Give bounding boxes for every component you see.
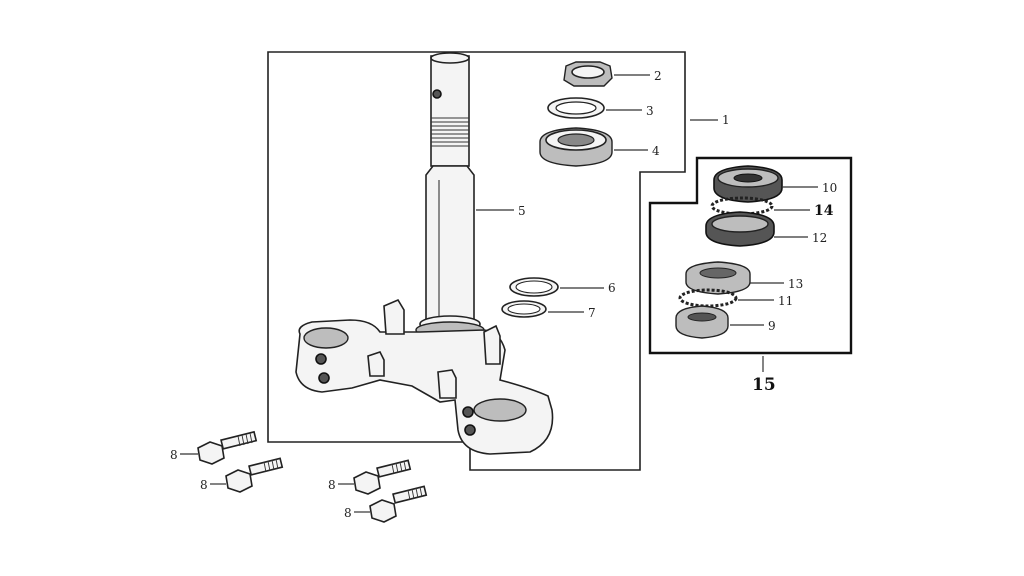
callout-10: 10 (822, 181, 837, 195)
upper-bearing-cone (705, 211, 775, 247)
assembly-outline-1 (267, 51, 686, 471)
callout-2: 2 (654, 69, 662, 83)
callout-4: 4 (652, 144, 660, 158)
seal-washer (501, 300, 547, 318)
callout-8d: 8 (344, 506, 352, 520)
lower-bearing-cup (685, 261, 751, 295)
callout-1: 1 (722, 113, 730, 127)
callout-7: 7 (588, 306, 596, 320)
callout-6: 6 (608, 281, 616, 295)
leader-lines (180, 74, 818, 513)
flange-bolt-1 (197, 430, 258, 465)
flange-bolt-2 (225, 457, 284, 493)
callout-9: 9 (768, 319, 776, 333)
callout-14: 14 (814, 203, 834, 219)
callout-5: 5 (518, 204, 526, 218)
callout-12: 12 (812, 231, 827, 245)
dust-seal-ring (509, 277, 559, 297)
callout-8c: 8 (328, 478, 336, 492)
callout-3: 3 (646, 104, 654, 118)
flange-bolt-4 (369, 485, 428, 523)
steering-stem (295, 52, 554, 455)
washer-ring (547, 97, 605, 119)
adjusting-nut (539, 127, 613, 167)
bearing-kit-box-15 (648, 156, 853, 355)
flange-bolt-3 (353, 459, 412, 495)
lock-nut (563, 61, 613, 87)
lower-bearing-race (675, 305, 729, 339)
callout-15: 15 (752, 375, 776, 395)
callout-8a: 8 (170, 448, 178, 462)
callout-13: 13 (788, 277, 803, 291)
callout-8b: 8 (200, 478, 208, 492)
upper-bearing-race (713, 165, 783, 203)
callout-11: 11 (778, 294, 793, 308)
